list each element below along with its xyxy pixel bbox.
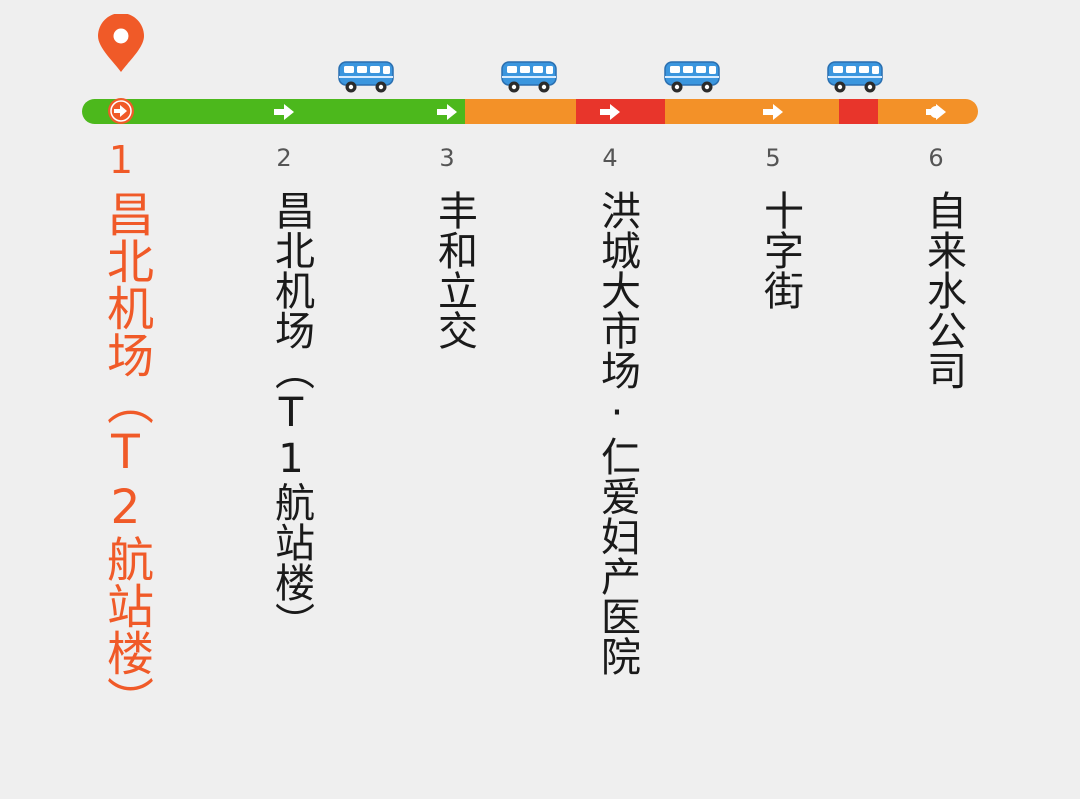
route-segment-congested: [575, 99, 666, 124]
route-segment-congested: [839, 99, 878, 124]
route-segment-smooth: [82, 99, 465, 124]
current-stop-name[interactable]: 昌北机场（T2航站楼）: [98, 190, 153, 723]
stop-number: 3: [439, 144, 455, 172]
stop-number: 4: [602, 144, 618, 172]
arrow-right-icon: [274, 104, 294, 120]
arrow-right-icon: [763, 104, 783, 120]
stop-number: 6: [928, 144, 944, 172]
bus-icon[interactable]: [826, 59, 884, 95]
stop-number: 2: [276, 144, 292, 172]
arrow-right-icon: [437, 104, 457, 120]
location-pin-icon: [98, 14, 144, 72]
bus-icon[interactable]: [337, 59, 395, 95]
stop-name[interactable]: 洪城大市场·仁爱妇产医院: [594, 190, 640, 676]
route-line-bar: [82, 99, 978, 124]
stop-number: 5: [765, 144, 781, 172]
bus-icon[interactable]: [663, 59, 721, 95]
stop-name[interactable]: 十字街: [757, 190, 803, 310]
stop-number: 1: [108, 138, 134, 182]
stop-name[interactable]: 丰和立交: [431, 190, 477, 350]
bus-icon[interactable]: [500, 59, 558, 95]
stop-name[interactable]: 昌北机场（T1航站楼）: [268, 190, 314, 642]
arrow-right-icon: [600, 104, 620, 120]
route-segment-slow: [464, 99, 576, 124]
route-segment-slow: [665, 99, 840, 124]
stop-name[interactable]: 自来水公司: [920, 190, 966, 390]
dot-icon: [930, 106, 942, 118]
current-stop-marker-icon: [108, 98, 134, 124]
